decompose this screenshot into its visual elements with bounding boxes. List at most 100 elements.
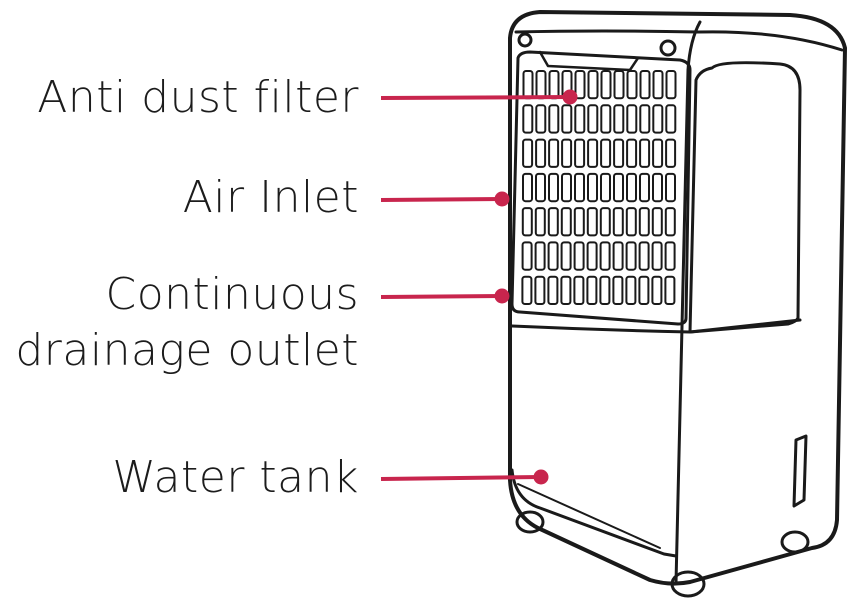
label-water-tank: Water tank: [112, 452, 359, 503]
leader-air-inlet-dot: [494, 191, 510, 207]
leader-anti-dust-filter-dot: [562, 89, 578, 105]
grille-slot: [561, 138, 573, 168]
grille-slot: [547, 275, 559, 306]
grille-slot: [626, 172, 637, 203]
grille-slot: [664, 207, 676, 237]
grille-slot: [548, 138, 560, 168]
grille-slot: [638, 207, 650, 237]
grille-slot: [639, 70, 651, 100]
grille-slot: [560, 241, 572, 271]
leader-drainage-outlet-dot: [494, 288, 510, 304]
grille-slot: [534, 207, 546, 237]
label-anti-dust-filter: Anti dust filter: [37, 72, 359, 123]
grille-slot: [612, 207, 624, 237]
grille-slot: [665, 104, 677, 134]
grille-slot: [599, 241, 611, 271]
wheel-front: [670, 570, 706, 598]
grille-slot: [599, 207, 611, 237]
leader-air-inlet: [380, 197, 503, 202]
leader-drainage-outlet: [380, 294, 503, 299]
grille-slot: [664, 241, 676, 271]
grille-slot: [521, 207, 533, 237]
grille-slot: [535, 70, 547, 100]
grille-slot: [521, 241, 533, 271]
grille-slot: [560, 207, 572, 237]
grille-slot: [626, 138, 638, 168]
grille-slot: [587, 70, 599, 100]
grille-slot: [548, 104, 560, 134]
grille-slot: [586, 275, 598, 306]
top-edge: [514, 29, 844, 52]
grille-slot: [652, 70, 664, 100]
grille-slot: [535, 172, 546, 203]
side-panel: [688, 61, 802, 334]
grille-slot: [573, 207, 585, 237]
grille-slot: [574, 104, 586, 134]
grille-slot: [574, 172, 585, 203]
grille-slot: [599, 275, 611, 306]
grille-slot: [626, 104, 638, 134]
grille-slot: [612, 275, 624, 306]
body-seam: [510, 318, 802, 334]
body-outline: [508, 10, 847, 586]
grille-slot: [665, 138, 677, 168]
grille-slot: [625, 241, 637, 271]
wheel-front-left: [515, 510, 545, 534]
grille-slot: [612, 241, 624, 271]
leader-water-tank: [380, 475, 542, 481]
grille-slot: [652, 138, 664, 168]
filter-tab: [538, 50, 640, 72]
grille-slot: [613, 70, 625, 100]
label-air-inlet: Air Inlet: [182, 172, 359, 223]
grille-slot: [600, 104, 612, 134]
grille-slot: [613, 138, 625, 168]
grille-slot: [573, 241, 585, 271]
grille-slot: [625, 275, 637, 306]
grille-slot: [534, 241, 546, 271]
leader-anti-dust-filter: [380, 95, 571, 100]
grille-slot: [522, 104, 534, 134]
grille-slot: [651, 275, 663, 306]
grille-slot: [561, 104, 573, 134]
grille-slot: [638, 275, 650, 306]
grille-slot: [587, 172, 598, 203]
grille-slot: [548, 70, 560, 100]
grille-slot: [522, 138, 534, 168]
grille-slot: [664, 275, 676, 306]
grille-slot: [613, 172, 624, 203]
grille-slot: [652, 172, 663, 203]
grille-slot: [521, 275, 533, 306]
grille-slot: [651, 207, 663, 237]
grille-slot: [638, 241, 650, 271]
grille-slot: [652, 104, 664, 134]
grille-slot: [535, 138, 547, 168]
label-continuous-drainage-outlet: Continuous drainage outlet: [15, 269, 359, 376]
grille-slot: [665, 172, 676, 203]
callout-leaders: [380, 89, 578, 485]
corner-edge: [674, 20, 702, 585]
grille-slot: [547, 241, 559, 271]
grille-slot: [573, 275, 585, 306]
grille-slot: [665, 70, 677, 100]
grille-slot: [574, 138, 586, 168]
grille-slot: [560, 275, 572, 306]
grille-slot: [522, 70, 534, 100]
grille-slot: [600, 70, 612, 100]
wheel-back: [780, 530, 810, 554]
grille-slot: [625, 207, 637, 237]
tank-bottom-inner: [517, 483, 661, 549]
grille-slot: [548, 172, 559, 203]
grille-slot: [547, 207, 559, 237]
side-slot: [792, 434, 808, 508]
grille-slot: [600, 172, 611, 203]
filter-frame: [510, 50, 692, 326]
grille-slot: [586, 207, 598, 237]
grille-slot: [561, 172, 572, 203]
grille-slot: [587, 104, 599, 134]
screw-right: [659, 39, 677, 57]
grille-slot: [639, 104, 651, 134]
grille-slot: [535, 104, 547, 134]
leader-water-tank-dot: [533, 469, 549, 485]
